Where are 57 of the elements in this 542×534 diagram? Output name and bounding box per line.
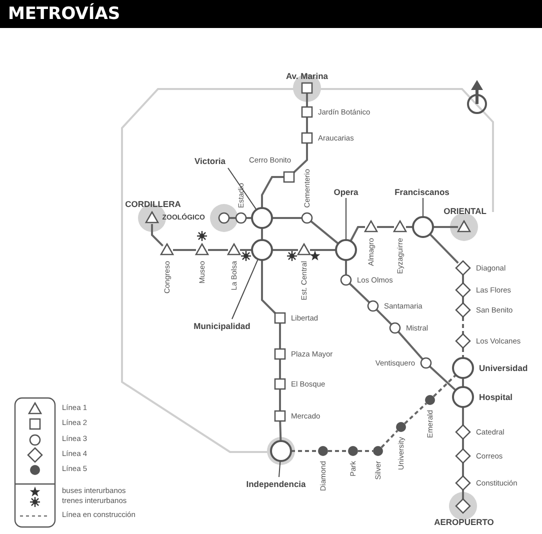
- metro-line: [376, 308, 392, 326]
- leader-line: [228, 168, 257, 210]
- metro-line: [377, 226, 394, 228]
- metro-line: [462, 275, 464, 283]
- metro-line: [151, 224, 164, 246]
- station-name: Opera: [334, 188, 358, 196]
- metro-line: [432, 374, 456, 398]
- metro-line: [404, 402, 427, 424]
- metro-line: [272, 217, 302, 219]
- metro-line: [462, 463, 464, 476]
- station-name: Victoria: [194, 156, 226, 166]
- metro-line: [380, 430, 398, 448]
- metro-line: [462, 407, 464, 425]
- metro-line: [398, 331, 424, 360]
- station-name: Municipalidad: [194, 322, 250, 330]
- metro-line: [462, 490, 464, 499]
- metro-line: [462, 348, 464, 358]
- metro-line: [292, 143, 308, 174]
- station-name: ORIENTAL: [444, 206, 486, 216]
- leader-line: [232, 258, 258, 320]
- station-name: Franciscanos: [394, 188, 450, 196]
- metro-line: [462, 297, 464, 303]
- metro-line: [261, 260, 278, 316]
- station-name: Av. Marina: [286, 72, 328, 80]
- station-name: AEROPUERTO: [434, 518, 494, 526]
- metro-line: [208, 249, 228, 251]
- metro-line: [279, 359, 281, 379]
- metro-line: [328, 450, 348, 452]
- metro-line: [310, 249, 336, 251]
- metro-line: [279, 389, 281, 411]
- metro-line: [310, 220, 339, 244]
- metro-line: [240, 249, 252, 251]
- metro-line: [429, 234, 459, 264]
- metro-line: [348, 282, 370, 304]
- metro-line: [462, 317, 464, 334]
- station-name: Hospital: [479, 392, 513, 402]
- metro-line: [350, 226, 365, 242]
- station-name: Universidad: [479, 364, 528, 372]
- metro-line: [261, 228, 263, 240]
- metro-line: [358, 450, 373, 452]
- metro-line: [279, 420, 282, 442]
- station-name: Independencia: [246, 480, 306, 488]
- metro-line: [462, 439, 464, 449]
- metro-line: [433, 226, 458, 228]
- metro-line: [345, 260, 347, 275]
- title-bar: METROVÍAS: [0, 0, 542, 28]
- metro-line: [173, 249, 196, 251]
- metro-line: [429, 366, 456, 391]
- metro-line: [306, 117, 308, 133]
- leader-line: [422, 198, 424, 218]
- metro-line: [279, 323, 281, 349]
- leader-line: [278, 460, 281, 478]
- metro-line: [272, 249, 298, 251]
- metro-line: [306, 93, 308, 107]
- metro-line: [261, 176, 284, 208]
- station-name: CORDILLERA: [125, 200, 181, 208]
- metro-line: [291, 450, 318, 452]
